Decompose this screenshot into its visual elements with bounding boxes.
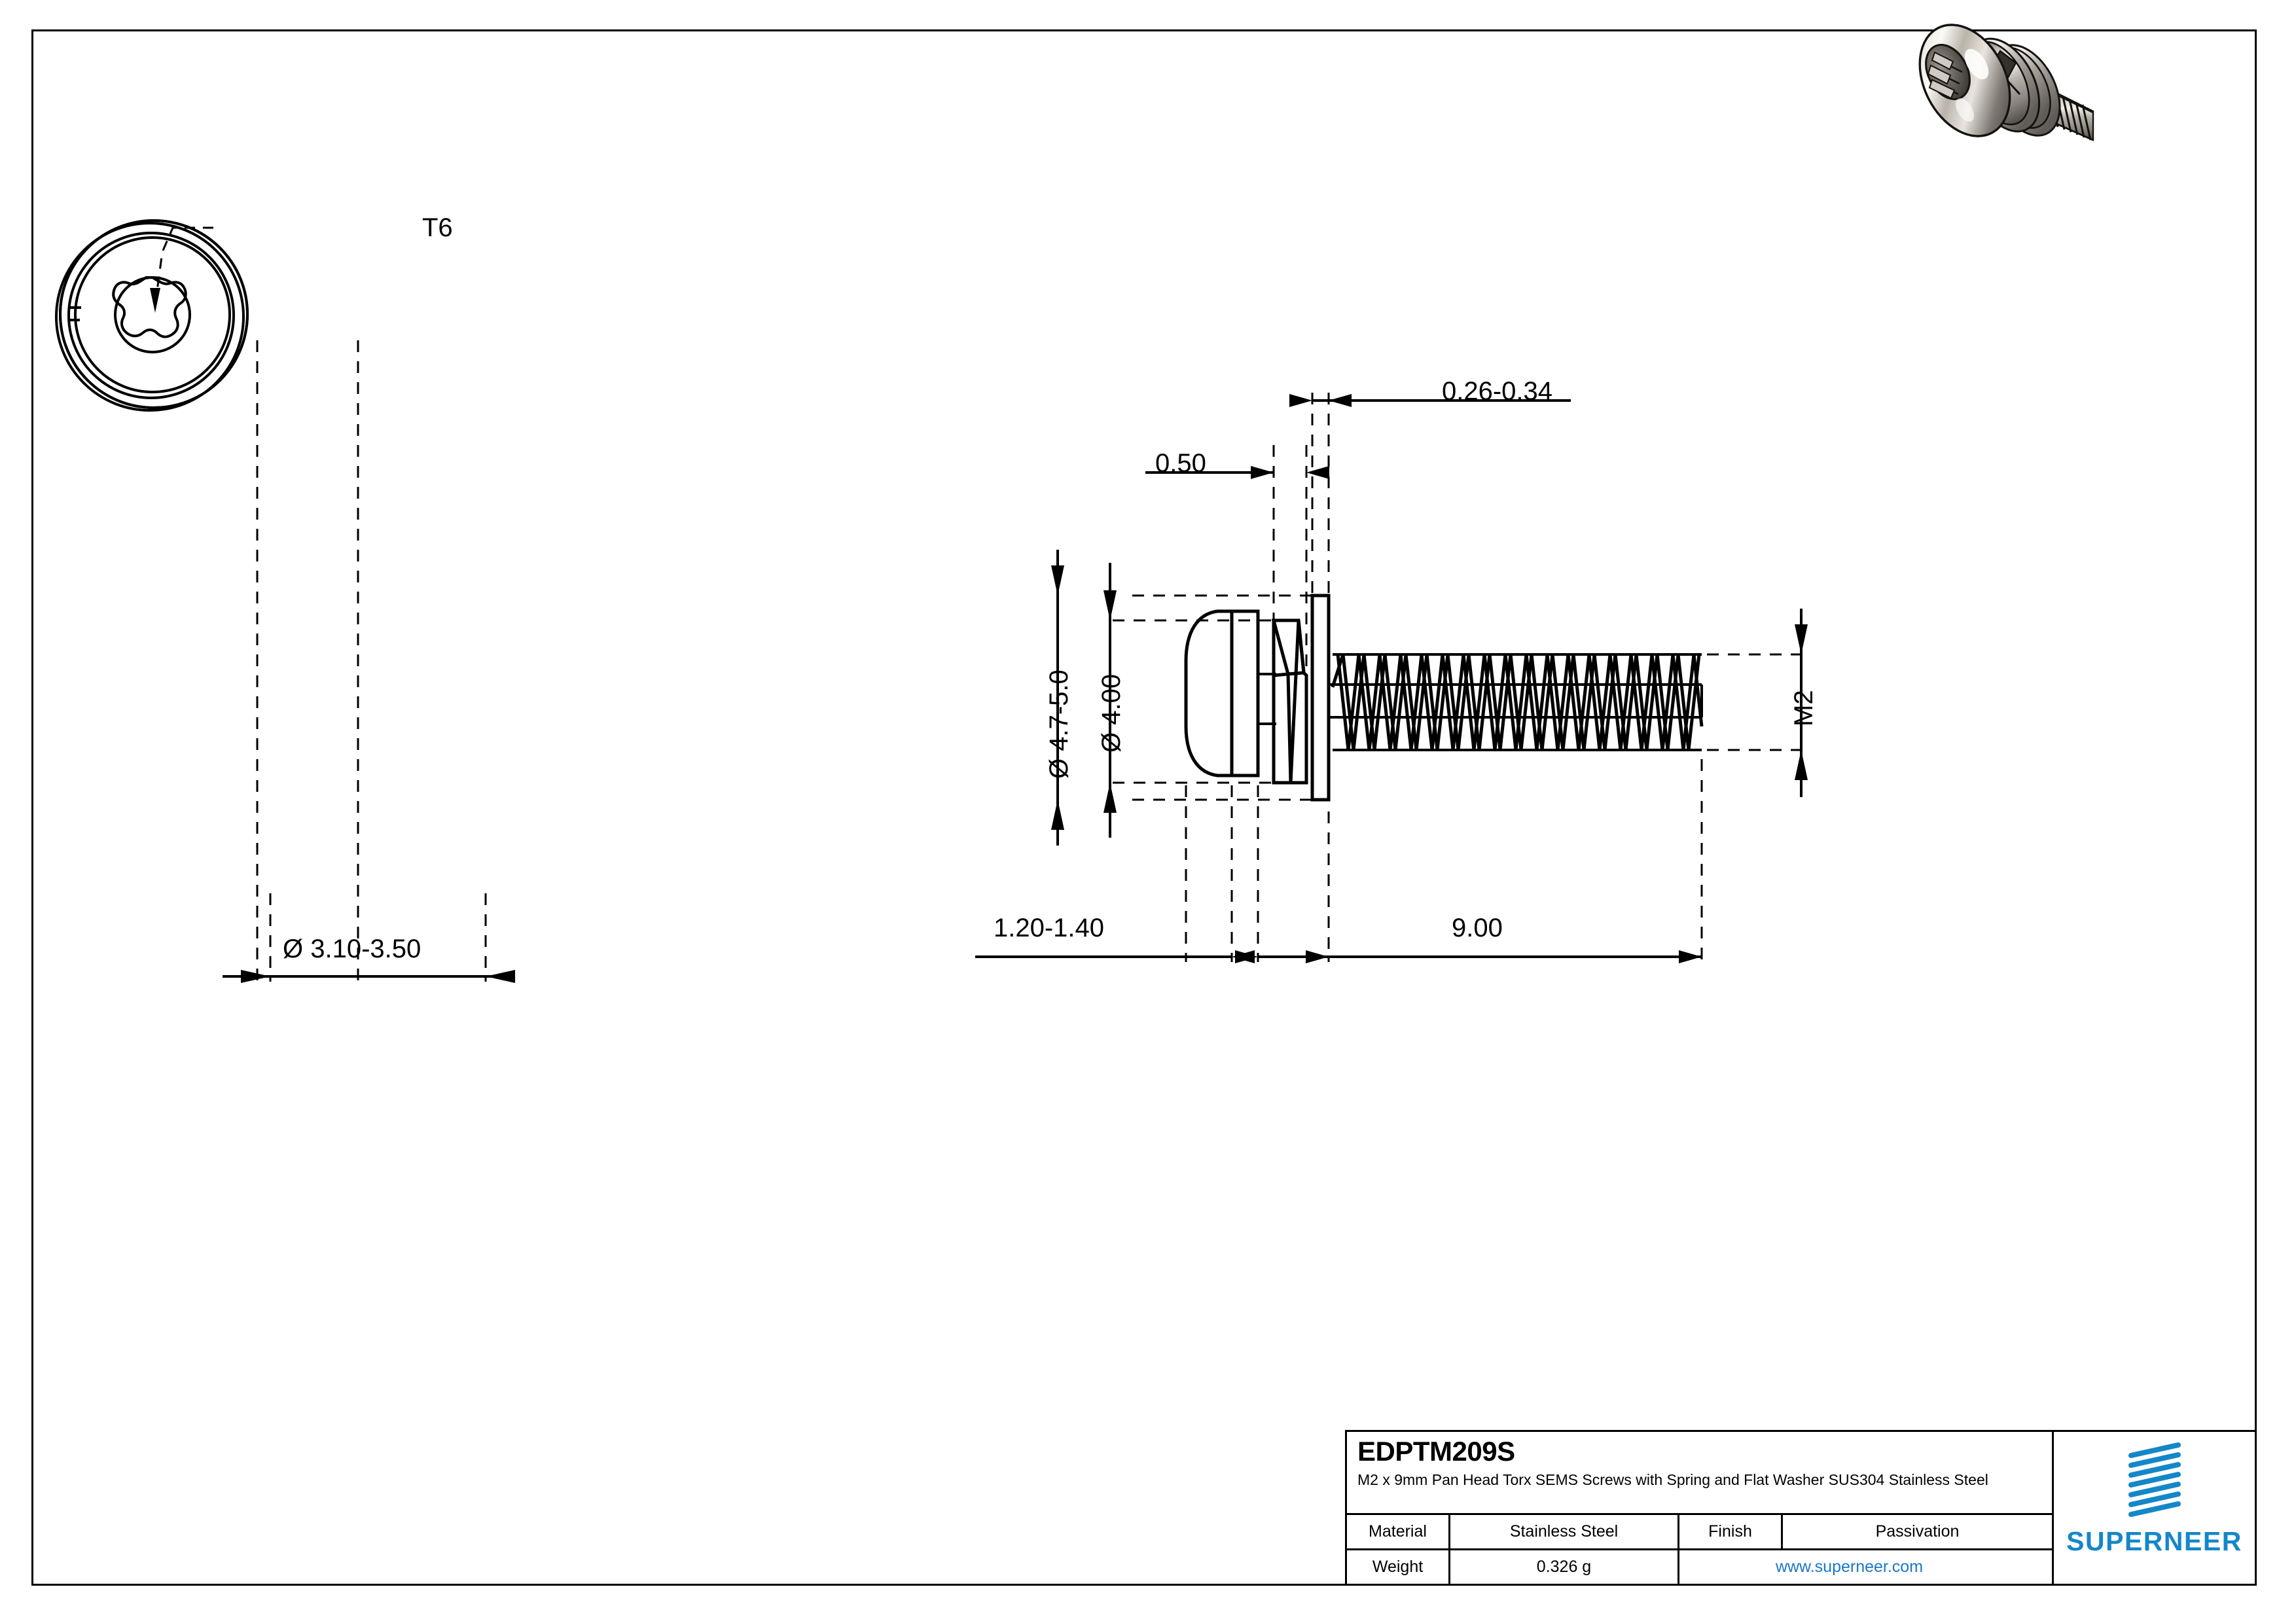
part-description: M2 x 9mm Pan Head Torx SEMS Screws with … <box>1357 1471 1988 1488</box>
material-label: Material <box>1347 1515 1450 1548</box>
dim-thread-size: M2 <box>1789 690 1818 726</box>
website-link[interactable]: www.superneer.com <box>1775 1558 1924 1576</box>
title-block-left: EDPTM209S M2 x 9mm Pan Head Torx SEMS Sc… <box>1347 1432 2054 1584</box>
weight-label: Weight <box>1347 1550 1450 1584</box>
title-description-area: EDPTM209S M2 x 9mm Pan Head Torx SEMS Sc… <box>1347 1432 2052 1515</box>
dim-flat-washer-diameter: Ø 4.7-5.0 <box>1045 669 1073 779</box>
title-block: EDPTM209S M2 x 9mm Pan Head Torx SEMS Sc… <box>1345 1430 2257 1586</box>
dim-drive-size: T6 <box>422 213 453 242</box>
weight-value: 0.326 g <box>1450 1550 1679 1584</box>
spec-row-material: Material Stainless Steel Finish Passivat… <box>1347 1515 2052 1550</box>
part-number: EDPTM209S <box>1357 1436 1515 1467</box>
material-value: Stainless Steel <box>1450 1515 1679 1548</box>
sheet-border <box>31 29 2257 1586</box>
screw-3d-render <box>1918 24 2094 141</box>
render-pan-head <box>1918 24 2011 137</box>
dim-head-diameter-top: Ø 3.10-3.50 <box>283 935 422 963</box>
render-torx-socket <box>1925 43 1971 101</box>
dim-thread-length: 9.00 <box>1452 914 1503 942</box>
brand-name: SUPERNEER <box>2066 1526 2242 1556</box>
dim-spring-washer-thickness: 0.50 <box>1155 449 1206 478</box>
dim-spring-washer-diameter: Ø 4.00 <box>1097 673 1126 753</box>
dim-head-height: 1.20-1.40 <box>994 914 1105 942</box>
finish-label: Finish <box>1679 1515 1783 1548</box>
brand-area: SUPERNEER <box>2054 1432 2255 1584</box>
spec-row-weight: Weight 0.326 g www.superneer.com <box>1347 1550 2052 1584</box>
superneer-logo-icon <box>2128 1442 2181 1517</box>
dim-flat-washer-thickness: 0.26-0.34 <box>1442 377 1553 406</box>
finish-value: Passivation <box>1875 1522 1960 1541</box>
